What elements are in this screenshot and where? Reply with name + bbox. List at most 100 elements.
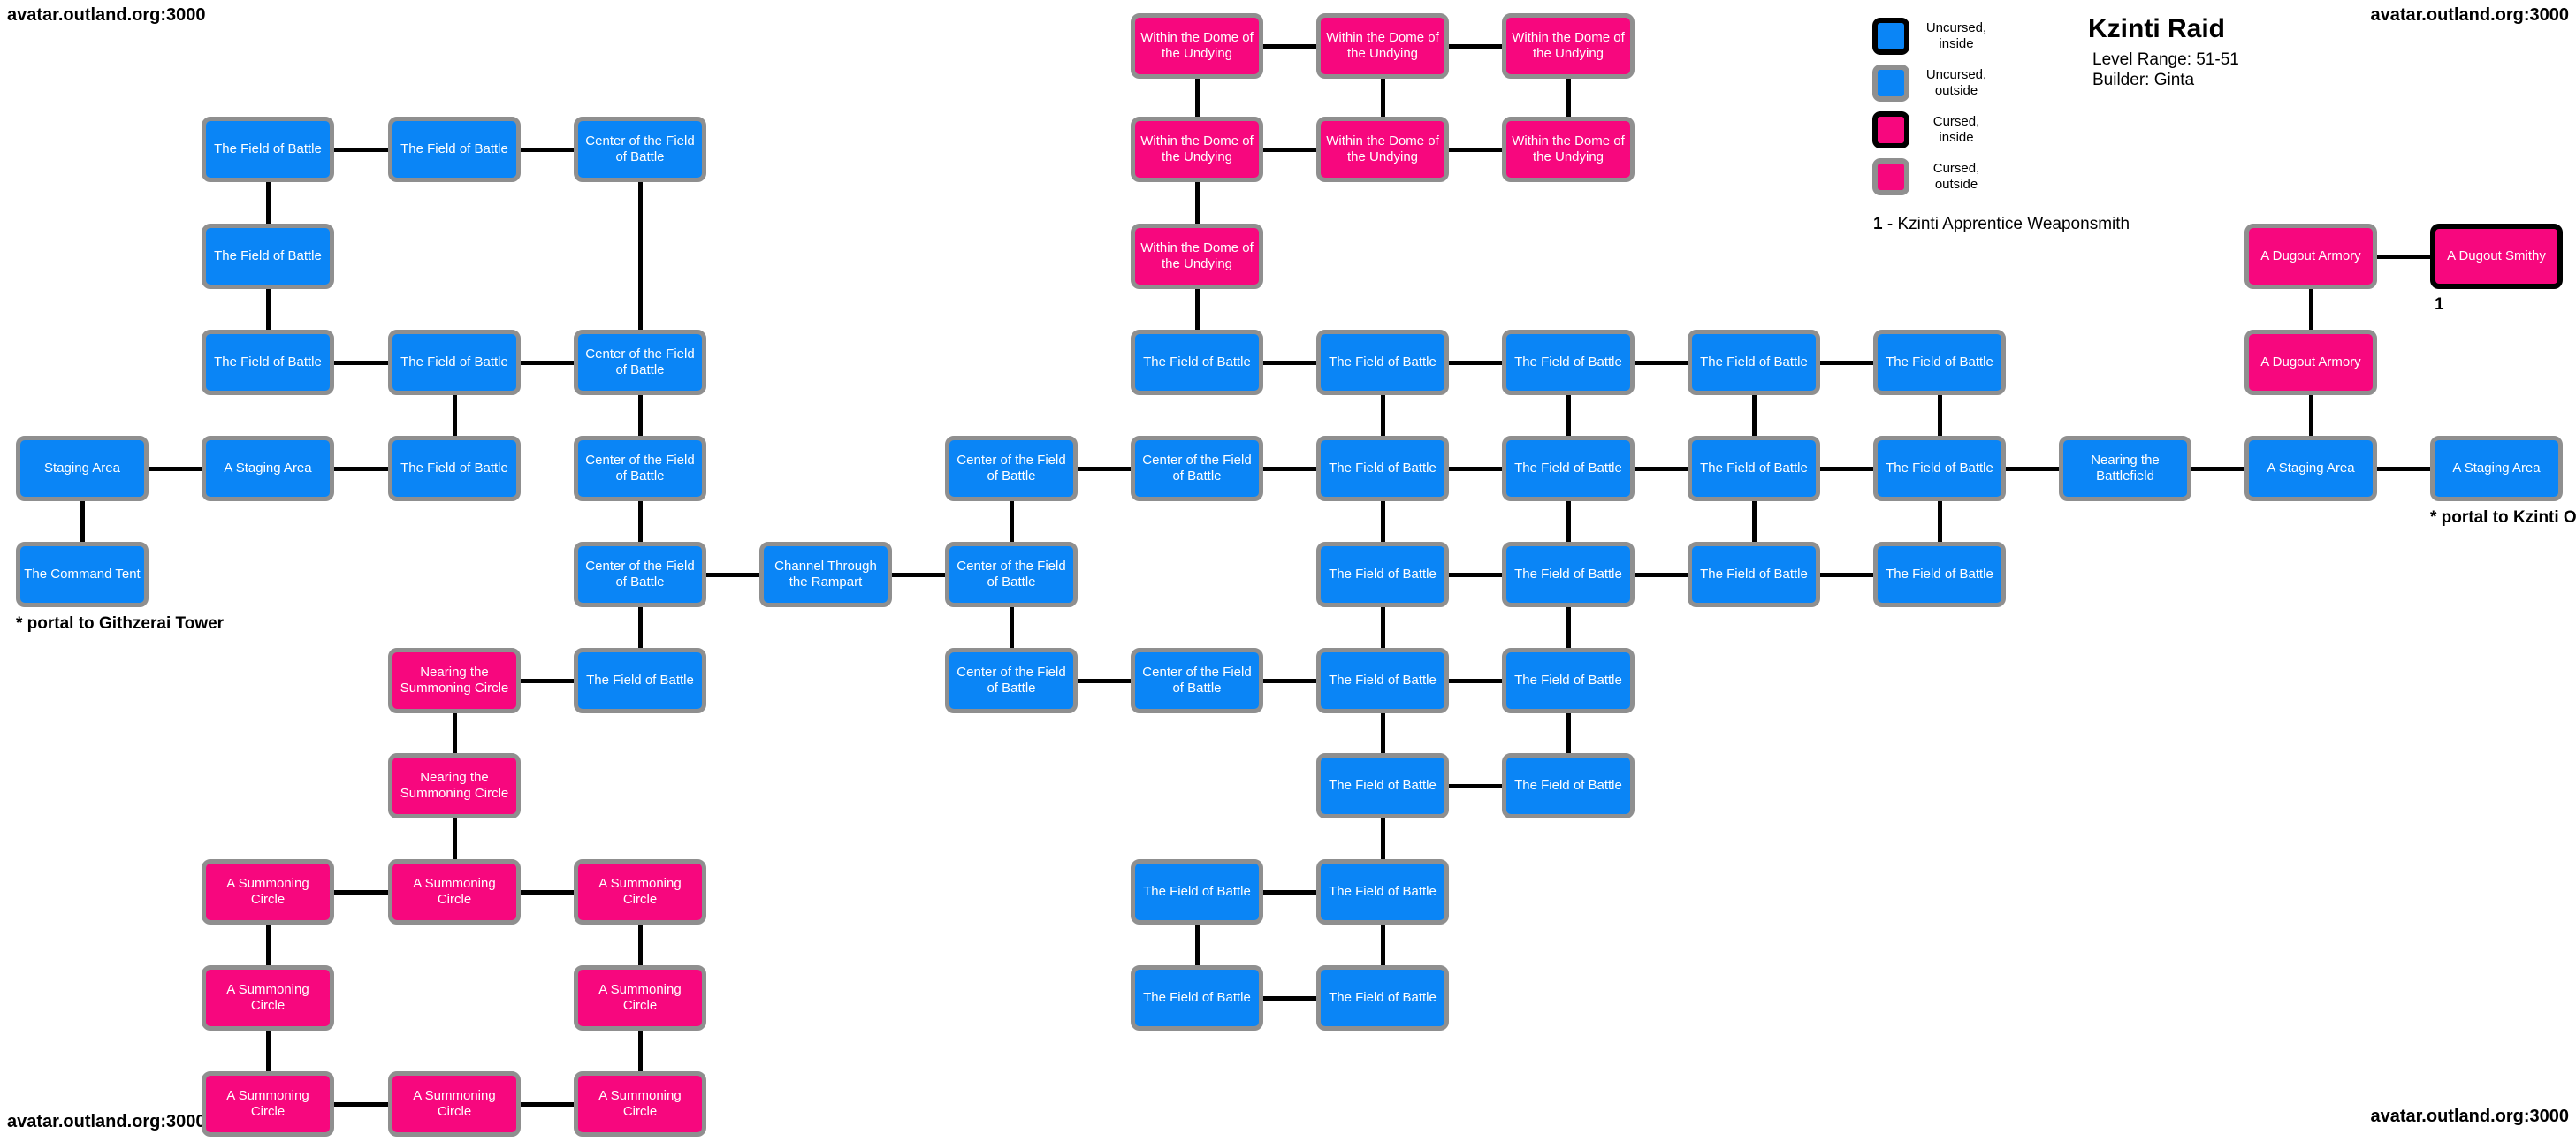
legend-swatch	[1872, 111, 1909, 148]
map-edge-line	[1449, 783, 1502, 788]
map-edge-line	[334, 466, 388, 471]
room-box: The Field of Battle	[1502, 753, 1635, 818]
room-box: Center of the Field of Battle	[945, 648, 1078, 713]
legend-label: Cursed,inside	[1932, 114, 1980, 145]
room-box: The Field of Battle	[1131, 859, 1263, 925]
map-edge-line	[1194, 925, 1200, 965]
map-edge-line	[1937, 395, 1942, 436]
map-edge-line	[1380, 713, 1385, 753]
room-box: The Field of Battle	[574, 648, 706, 713]
room-box: Staging Area	[16, 436, 149, 501]
room-box: The Field of Battle	[1502, 436, 1635, 501]
map-edge-line	[80, 501, 85, 542]
room-box: A Summoning Circle	[388, 859, 521, 925]
room-box: A Summoning Circle	[574, 1071, 706, 1137]
map-edge-line	[1566, 79, 1571, 117]
map-edge-line	[452, 713, 457, 753]
map-note: 1	[2435, 295, 2444, 314]
room-box: The Field of Battle	[1688, 330, 1820, 395]
print-header-top-left: avatar.outland.org:3000	[7, 5, 206, 25]
room-box: A Summoning Circle	[202, 965, 334, 1031]
room-box: The Field of Battle	[1502, 542, 1635, 607]
map-edge-line	[521, 889, 574, 895]
map-edge-line	[334, 147, 388, 152]
room-box: Within the Dome of the Undying	[1131, 13, 1263, 79]
map-edge-line	[452, 818, 457, 859]
map-edge-line	[1449, 43, 1502, 49]
map-edge-line	[334, 1101, 388, 1107]
room-box: Center of the Field of Battle	[574, 117, 706, 182]
map-edge-line	[2308, 289, 2313, 330]
map-edge-line	[265, 182, 271, 224]
map-edge-line	[1449, 360, 1502, 365]
room-box: The Field of Battle	[1502, 330, 1635, 395]
legend-label: Uncursed,outside	[1925, 67, 1987, 98]
map-edge-line	[1820, 360, 1873, 365]
map-edge-line	[1449, 678, 1502, 683]
map-edge-line	[334, 360, 388, 365]
print-footer-bottom-left: avatar.outland.org:3000	[7, 1112, 206, 1131]
map-edge-line	[1449, 572, 1502, 577]
room-box: A Dugout Armory	[2244, 224, 2377, 289]
room-box: The Field of Battle	[388, 436, 521, 501]
map-edge-line	[637, 182, 643, 330]
map-edge-line	[1751, 501, 1757, 542]
map-edge-line	[1937, 501, 1942, 542]
room-box: Nearing the Battlefield	[2059, 436, 2191, 501]
map-edge-line	[1078, 466, 1131, 471]
map-edge-line	[265, 925, 271, 965]
room-box: The Command Tent	[16, 542, 149, 607]
print-footer-bottom-right: avatar.outland.org:3000	[2370, 1107, 2569, 1126]
map-edge-line	[1380, 79, 1385, 117]
map-edge-line	[1194, 182, 1200, 224]
map-edge-line	[521, 1101, 574, 1107]
map-note: * portal to Kzinti Outpost	[2430, 508, 2576, 527]
room-box: A Staging Area	[2244, 436, 2377, 501]
map-edge-line	[892, 572, 945, 577]
map-edge-line	[521, 360, 574, 365]
legend-swatch	[1872, 158, 1909, 195]
map-edge-line	[2377, 254, 2430, 259]
map-edge-line	[706, 572, 759, 577]
room-box: Center of the Field of Battle	[945, 436, 1078, 501]
room-box: A Staging Area	[202, 436, 334, 501]
room-box: The Field of Battle	[1316, 542, 1449, 607]
room-box: Within the Dome of the Undying	[1316, 117, 1449, 182]
room-box: Center of the Field of Battle	[574, 542, 706, 607]
room-box: The Field of Battle	[202, 117, 334, 182]
room-box: The Field of Battle	[1131, 965, 1263, 1031]
map-edge-line	[1263, 360, 1316, 365]
room-box: Center of the Field of Battle	[574, 436, 706, 501]
map-edge-line	[452, 395, 457, 436]
room-box: The Field of Battle	[1873, 542, 2006, 607]
map-edge-line	[1449, 147, 1502, 152]
room-box: A Summoning Circle	[574, 859, 706, 925]
map-edge-line	[1820, 572, 1873, 577]
room-box: The Field of Battle	[1316, 753, 1449, 818]
map-edge-line	[1263, 466, 1316, 471]
room-box: Center of the Field of Battle	[945, 542, 1078, 607]
legend-swatch	[1872, 18, 1909, 55]
room-box: The Field of Battle	[1316, 330, 1449, 395]
room-box: Within the Dome of the Undying	[1131, 224, 1263, 289]
map-edge-line	[1380, 607, 1385, 648]
map-edge-line	[1263, 678, 1316, 683]
map-edge-line	[637, 607, 643, 648]
zone-builder: Builder: Ginta	[2092, 71, 2195, 89]
map-edge-line	[1380, 925, 1385, 965]
map-edge-line	[2308, 395, 2313, 436]
map-edge-line	[1635, 466, 1688, 471]
map-edge-line	[1009, 607, 1014, 648]
map-edge-line	[1194, 79, 1200, 117]
room-box: The Field of Battle	[388, 117, 521, 182]
map-edge-line	[521, 678, 574, 683]
mob-annotation: 1 - Kzinti Apprentice Weaponsmith	[1873, 215, 2130, 234]
legend-row: Uncursed,outside	[1872, 65, 1991, 102]
map-edge-line	[1566, 713, 1571, 753]
zone-title: Kzinti Raid	[2088, 14, 2225, 43]
mob-annotation-text: - Kzinti Apprentice Weaponsmith	[1886, 215, 2130, 233]
room-box: Within the Dome of the Undying	[1131, 117, 1263, 182]
room-box: The Field of Battle	[1316, 965, 1449, 1031]
room-box: Center of the Field of Battle	[1131, 436, 1263, 501]
room-box: Nearing the Summoning Circle	[388, 648, 521, 713]
